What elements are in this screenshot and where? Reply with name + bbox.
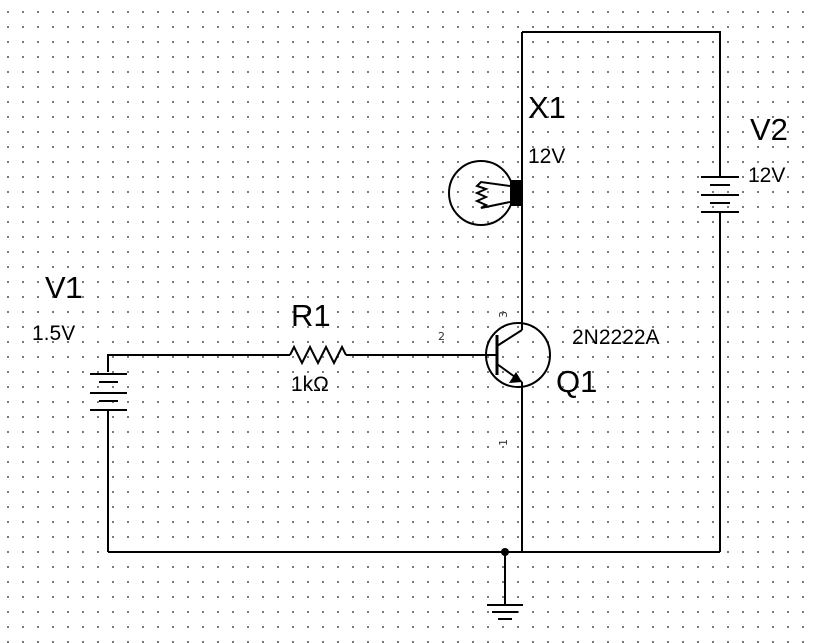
q1-pin-base-label: 2: [438, 330, 445, 343]
npn-transistor-q1-icon[interactable]: [485, 322, 551, 388]
v1-ref-label: V1: [45, 270, 83, 305]
wire-v1-r1[interactable]: [107, 354, 290, 372]
wires: [107, 31, 721, 604]
q1-pin-emitter-label: 1: [497, 439, 510, 446]
lamp-x1-icon[interactable]: [448, 160, 522, 226]
battery-v2-icon[interactable]: [701, 176, 739, 213]
v2-ref-label: V2: [750, 112, 788, 147]
resistor-r1-icon[interactable]: [289, 344, 347, 366]
q1-pin-collector-label: 3: [497, 311, 510, 318]
x1-ref-label: X1: [528, 90, 566, 125]
v2-value-label: 12V: [748, 164, 785, 187]
wire-top[interactable]: [522, 31, 721, 176]
v1-value-label: 1.5V: [32, 322, 75, 345]
battery-v1-icon[interactable]: [90, 373, 127, 411]
r1-value-label: 1kΩ: [291, 373, 329, 396]
q1-ref-label: Q1: [556, 364, 597, 399]
r1-ref-label: R1: [291, 298, 331, 333]
junction-dot: [501, 548, 509, 556]
ground-icon[interactable]: [487, 604, 523, 620]
q1-model-label: 2N2222A: [572, 326, 660, 349]
x1-value-label: 12V: [528, 145, 565, 168]
